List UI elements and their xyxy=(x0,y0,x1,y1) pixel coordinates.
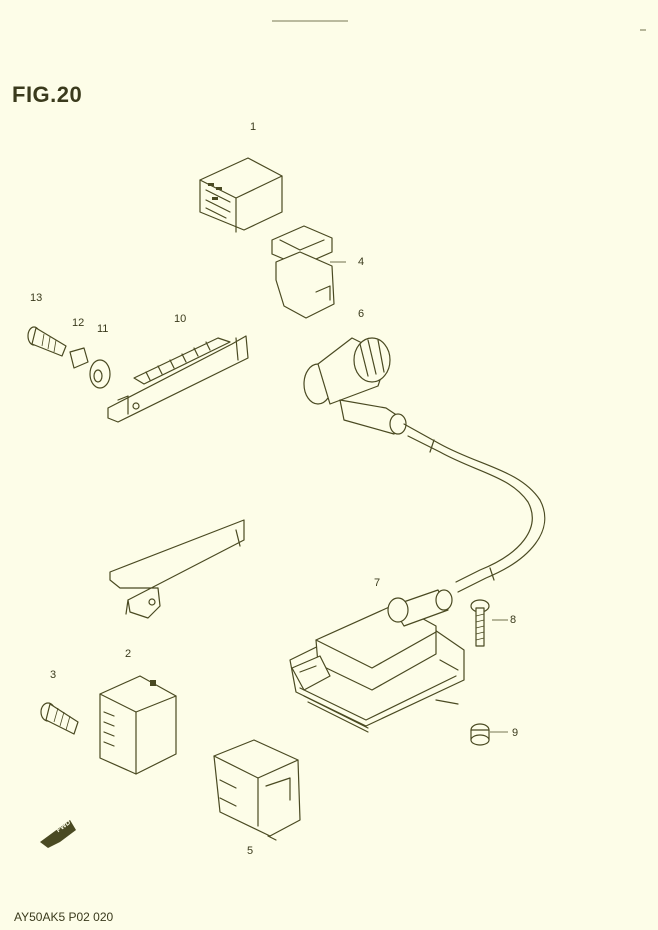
callout-part-11: 11 xyxy=(97,323,109,335)
figure-title: FIG.20 xyxy=(12,82,83,107)
figure-footer-code: AY50AK5 P02 020 xyxy=(14,910,114,924)
part-13-bolt-drawing xyxy=(27,326,67,357)
callout-part-4: 4 xyxy=(358,256,365,268)
part-5-coupler-drawing xyxy=(213,739,301,841)
callout-part-10: 10 xyxy=(174,313,187,325)
callout-part-9: 9 xyxy=(512,727,519,739)
part-4-coupler-drawing xyxy=(271,225,346,319)
callout-part-8: 8 xyxy=(510,614,517,626)
frame-bracket-drawing xyxy=(109,519,245,619)
part-7-ignition-coil-drawing xyxy=(289,589,465,733)
callout-part-5: 5 xyxy=(247,845,254,857)
callout-part-7: 7 xyxy=(374,577,381,589)
callout-part-3: 3 xyxy=(50,669,57,681)
part-2-cdi-unit-drawing xyxy=(99,675,177,775)
part-3-bolt-drawing xyxy=(40,702,79,735)
callout-part-6: 6 xyxy=(358,308,365,320)
callout-part-2: 2 xyxy=(125,648,132,660)
part-9-nut-drawing xyxy=(470,723,508,746)
part-12-collar-drawing xyxy=(69,347,89,369)
part-11-cushion-drawing xyxy=(89,359,111,389)
part-10-bracket-drawing xyxy=(107,335,249,423)
part-1-relay-drawing xyxy=(199,157,283,233)
part-6-plug-cap-drawing xyxy=(303,337,546,593)
fwd-arrow-icon xyxy=(40,820,76,848)
callout-part-12: 12 xyxy=(72,317,85,329)
part-8-screw-drawing xyxy=(470,599,508,647)
callout-part-13: 13 xyxy=(30,292,43,304)
callout-part-1: 1 xyxy=(250,121,257,133)
